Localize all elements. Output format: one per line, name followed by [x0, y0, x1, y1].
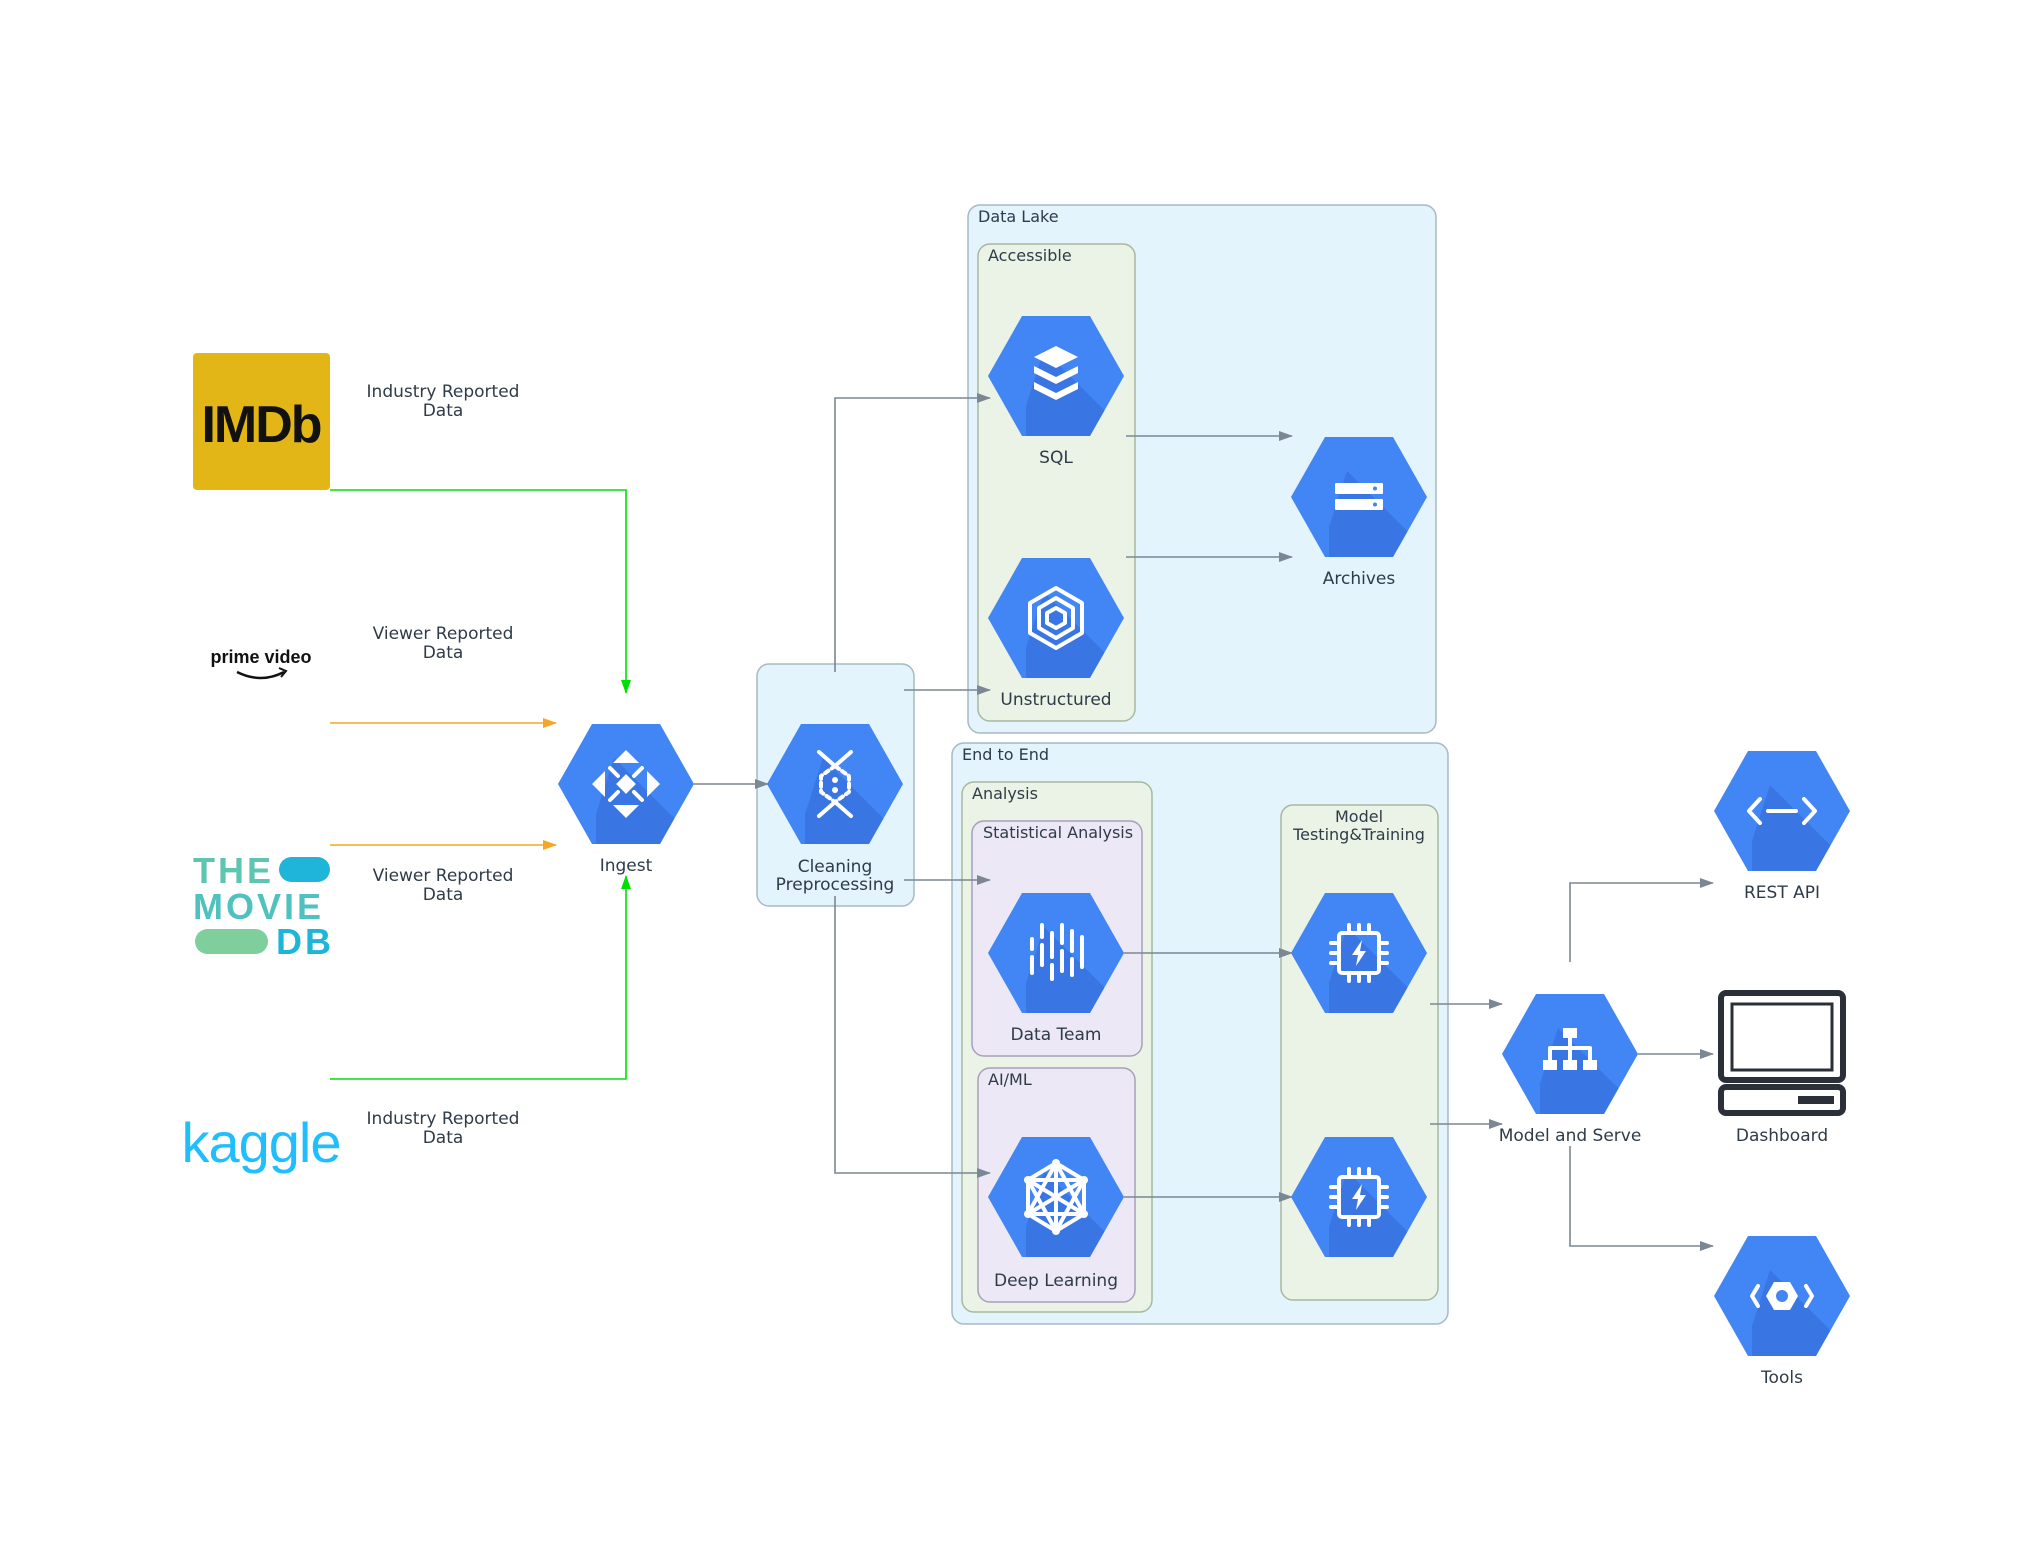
compute-icon: [1750, 1282, 1814, 1310]
cluster-label: Statistical Analysis: [983, 823, 1133, 842]
tmdb-logo: THE MOVIE DB: [193, 850, 334, 962]
cluster-label: Data Lake: [978, 207, 1059, 226]
node-label: REST API: [1744, 883, 1820, 903]
cluster-label: Accessible: [988, 246, 1072, 265]
edge-serve-rest-api: [1569, 878, 1714, 962]
edge-label-tmdb: Viewer Reported Data: [373, 866, 514, 905]
prime-video-logo: prime video: [210, 647, 312, 680]
edge-label-line: Industry Reported: [367, 382, 520, 402]
node-label: Unstructured: [1000, 690, 1111, 710]
node-model-tpu-2[interactable]: [1291, 1137, 1459, 1283]
dataflow-icon: [817, 750, 853, 818]
node-label: Cleaning: [798, 857, 873, 877]
edge-cleaning-deep-learning: [834, 896, 991, 1178]
tmdb-logo-text: DB: [276, 921, 334, 962]
imdb-logo: IMDb: [193, 353, 330, 490]
edge-kaggle-ingest: [330, 875, 631, 1080]
edge-label-prime: Viewer Reported Data: [373, 624, 514, 663]
prime-video-logo-text: prime video: [210, 647, 311, 667]
tmdb-logo-text: THE: [193, 850, 274, 891]
node-label: Data Team: [1011, 1025, 1102, 1045]
load-balancing-icon: [1543, 1028, 1597, 1070]
edge-label-line: Industry Reported: [367, 1109, 520, 1129]
edge-label-kaggle: Industry Reported Data: [367, 1109, 520, 1148]
node-dashboard[interactable]: [1718, 990, 1846, 1116]
kaggle-logo: kaggle: [181, 1111, 341, 1174]
edge-label-imdb: Industry Reported Data: [367, 382, 520, 421]
node-label: Archives: [1323, 569, 1396, 589]
cluster-label: AI/ML: [988, 1070, 1032, 1089]
node-label: Model and Serve: [1499, 1126, 1642, 1146]
edges: [330, 393, 1714, 1251]
imdb-logo-text: IMDb: [201, 396, 320, 454]
storage-icon: [1335, 483, 1383, 510]
edge-label-line: Viewer Reported: [373, 866, 514, 886]
tpu-icon: [1329, 1167, 1389, 1227]
cluster-label: Analysis: [972, 784, 1038, 803]
node-label: Tools: [1760, 1368, 1803, 1388]
edge-serve-tools: [1569, 1146, 1714, 1251]
ml-engine-icon: [1024, 1159, 1088, 1235]
kaggle-logo-text: kaggle: [181, 1111, 340, 1174]
node-label: Deep Learning: [994, 1271, 1118, 1291]
node-ingest[interactable]: [558, 724, 726, 870]
node-label: Dashboard: [1736, 1126, 1828, 1146]
node-rest-api[interactable]: [1714, 751, 1882, 897]
node-tools[interactable]: [1714, 1236, 1882, 1382]
edge-imdb-ingest: [330, 489, 631, 694]
edge-cleaning-sql: [834, 393, 991, 672]
cluster-label: Model: [1335, 807, 1383, 826]
cluster-label: End to End: [962, 745, 1049, 764]
node-label: Preprocessing: [776, 875, 895, 895]
tpu-icon: [1329, 923, 1389, 983]
node-label: SQL: [1039, 448, 1073, 468]
tmdb-logo-text: MOVIE: [193, 886, 324, 927]
node-label: Ingest: [600, 856, 653, 876]
edge-label-line: Data: [423, 643, 464, 663]
cluster-label: Testing&Training: [1292, 825, 1425, 844]
node-model-and-serve[interactable]: [1502, 994, 1670, 1140]
edge-label-line: Data: [423, 885, 464, 905]
edge-label-line: Data: [423, 401, 464, 421]
bigtable-icon: [1028, 586, 1084, 650]
api-icon: [1747, 797, 1817, 825]
edge-label-line: Data: [423, 1128, 464, 1148]
cloud-sql-icon: [1034, 346, 1078, 400]
dataprep-icon: [1030, 923, 1084, 981]
edge-label-line: Viewer Reported: [373, 624, 514, 644]
